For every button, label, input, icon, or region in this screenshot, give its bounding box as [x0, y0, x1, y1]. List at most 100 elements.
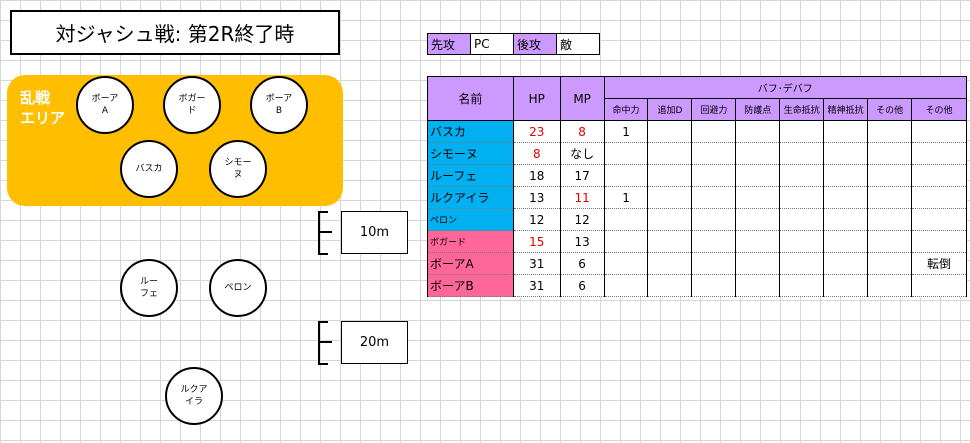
character-name[interactable]: ボーアB	[427, 274, 514, 297]
hp-value[interactable]: 13	[512, 186, 561, 209]
buff-cell[interactable]	[867, 120, 913, 143]
character-name[interactable]: ルーフェ	[427, 164, 514, 187]
buff-cell[interactable]	[867, 208, 913, 231]
mp-value[interactable]: 12	[559, 208, 605, 231]
buff-cell[interactable]	[735, 252, 781, 275]
character-name[interactable]: ボーアA	[427, 252, 514, 275]
buff-cell[interactable]	[911, 230, 967, 253]
hp-value[interactable]: 31	[512, 252, 561, 275]
buff-cell[interactable]	[691, 208, 737, 231]
buff-cell[interactable]	[823, 142, 869, 165]
buff-cell[interactable]	[867, 142, 913, 165]
hp-value[interactable]: 18	[512, 164, 561, 187]
buff-cell[interactable]	[603, 230, 649, 253]
buff-cell[interactable]	[691, 120, 737, 143]
buff-cell[interactable]	[911, 208, 967, 231]
token-bogard[interactable]: ボガー ド	[163, 76, 221, 134]
buff-cell[interactable]	[779, 164, 825, 187]
buff-cell[interactable]	[911, 120, 967, 143]
buff-cell[interactable]	[735, 120, 781, 143]
buff-cell[interactable]	[867, 230, 913, 253]
mp-value[interactable]: 6	[559, 274, 605, 297]
hp-value[interactable]: 8	[512, 142, 561, 165]
buff-cell[interactable]	[647, 208, 693, 231]
buff-cell[interactable]: 転倒	[911, 252, 967, 275]
buff-cell[interactable]	[823, 164, 869, 187]
buff-cell[interactable]	[911, 274, 967, 297]
hp-value[interactable]: 12	[512, 208, 561, 231]
token-rufe[interactable]: ルー フェ	[120, 259, 178, 317]
buff-cell[interactable]	[823, 186, 869, 209]
character-name[interactable]: シモーヌ	[427, 142, 514, 165]
buff-cell[interactable]	[779, 230, 825, 253]
buff-cell[interactable]	[867, 252, 913, 275]
buff-cell[interactable]	[735, 142, 781, 165]
token-peron[interactable]: ペロン	[209, 259, 267, 317]
buff-cell[interactable]	[823, 120, 869, 143]
character-name[interactable]: バスカ	[427, 120, 514, 143]
buff-cell[interactable]	[779, 274, 825, 297]
buff-cell[interactable]	[867, 186, 913, 209]
buff-cell[interactable]	[823, 230, 869, 253]
token-simone[interactable]: シモー ヌ	[209, 140, 267, 198]
buff-cell[interactable]	[647, 120, 693, 143]
token-rukuaira[interactable]: ルクア イラ	[165, 367, 223, 425]
token-basuka[interactable]: バスカ	[120, 140, 178, 198]
buff-cell[interactable]	[779, 142, 825, 165]
mp-value[interactable]: 11	[559, 186, 605, 209]
buff-cell[interactable]	[735, 274, 781, 297]
buff-cell[interactable]	[691, 186, 737, 209]
hp-value[interactable]: 31	[512, 274, 561, 297]
buff-cell[interactable]: 1	[603, 186, 649, 209]
buff-cell[interactable]	[691, 274, 737, 297]
buff-cell[interactable]	[691, 230, 737, 253]
buff-cell[interactable]	[911, 186, 967, 209]
buff-cell[interactable]	[911, 164, 967, 187]
buff-cell[interactable]	[603, 274, 649, 297]
buff-cell[interactable]	[603, 164, 649, 187]
buff-cell[interactable]	[779, 208, 825, 231]
buff-cell[interactable]	[823, 274, 869, 297]
mp-value[interactable]: 6	[559, 252, 605, 275]
buff-cell[interactable]	[779, 186, 825, 209]
buff-cell[interactable]	[647, 252, 693, 275]
buff-cell[interactable]	[691, 142, 737, 165]
buff-col-header: 防護点	[735, 98, 781, 121]
buff-cell[interactable]	[867, 164, 913, 187]
buff-cell[interactable]	[647, 186, 693, 209]
buff-cell[interactable]	[735, 230, 781, 253]
character-name[interactable]: ペロン	[427, 208, 514, 231]
buff-cell[interactable]	[823, 252, 869, 275]
mp-value[interactable]: 17	[559, 164, 605, 187]
buff-cell[interactable]	[779, 120, 825, 143]
buff-cell[interactable]	[647, 274, 693, 297]
buff-cell[interactable]	[823, 208, 869, 231]
buff-cell[interactable]	[603, 252, 649, 275]
character-name[interactable]: ボガード	[427, 230, 514, 253]
buff-cell[interactable]: 1	[603, 120, 649, 143]
buff-cell[interactable]	[647, 142, 693, 165]
character-name[interactable]: ルクアイラ	[427, 186, 514, 209]
first-value[interactable]: PC	[470, 33, 514, 55]
hp-value[interactable]: 15	[512, 230, 561, 253]
hp-value[interactable]: 23	[512, 120, 561, 143]
buff-cell[interactable]	[691, 252, 737, 275]
buff-cell[interactable]	[735, 208, 781, 231]
mp-value[interactable]: 13	[559, 230, 605, 253]
buff-cell[interactable]	[735, 186, 781, 209]
token-boar-b[interactable]: ボーア B	[250, 76, 308, 134]
buff-cell[interactable]	[603, 208, 649, 231]
token-boar-a[interactable]: ボーア A	[76, 76, 134, 134]
mp-value[interactable]: 8	[559, 120, 605, 143]
buff-cell[interactable]	[603, 142, 649, 165]
buff-cell[interactable]	[779, 252, 825, 275]
buff-cell[interactable]	[647, 164, 693, 187]
second-value[interactable]: 敵	[556, 33, 600, 55]
buff-cell[interactable]	[691, 164, 737, 187]
buff-cell[interactable]	[867, 274, 913, 297]
buff-cell[interactable]	[911, 142, 967, 165]
mp-value[interactable]: なし	[559, 142, 605, 165]
buff-cell[interactable]	[735, 164, 781, 187]
buff-cell[interactable]	[647, 230, 693, 253]
